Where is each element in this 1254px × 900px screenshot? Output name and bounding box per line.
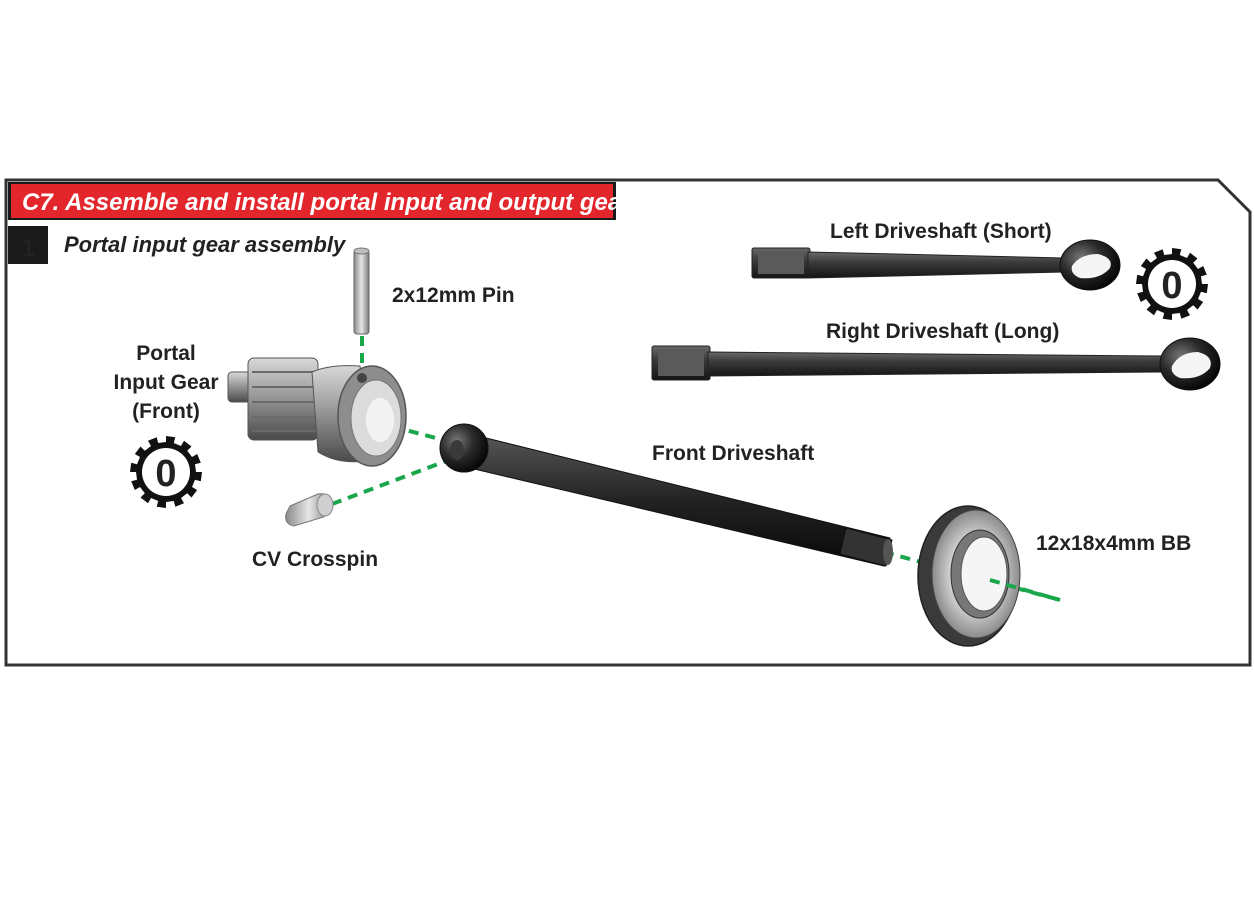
right-driveshaft-part	[651, 337, 1221, 391]
gear-label-line2: Input Gear	[113, 371, 218, 394]
gear-label-line1: Portal	[136, 342, 196, 365]
step-number: 1	[21, 235, 34, 262]
left-driveshaft-label: Left Driveshaft (Short)	[830, 220, 1052, 243]
grease-badge-icon	[130, 436, 202, 508]
grease-badge-icon	[1136, 248, 1208, 320]
bearing-label: 12x18x4mm BB	[1036, 532, 1191, 555]
section-title: C7. Assemble and install portal input an…	[22, 189, 644, 216]
grease-badge-number: 0	[1161, 265, 1182, 307]
cv-crosspin-part	[285, 493, 334, 527]
step-title: Portal input gear assembly	[64, 232, 347, 257]
bearing-part	[917, 505, 1021, 647]
left-driveshaft-part	[751, 239, 1121, 291]
grease-badge-number: 0	[155, 453, 176, 495]
pin-label: 2x12mm Pin	[392, 284, 515, 307]
front-driveshaft-label: Front Driveshaft	[652, 442, 814, 465]
step-number-box	[8, 226, 48, 264]
header-red	[11, 184, 613, 218]
pin-part	[353, 247, 370, 335]
portal-input-gear-part	[227, 357, 407, 467]
crosspin-label: CV Crosspin	[252, 548, 378, 571]
gear-label-line3: (Front)	[132, 400, 200, 423]
right-driveshaft-label: Right Driveshaft (Long)	[826, 320, 1059, 343]
front-driveshaft-part	[439, 423, 893, 567]
